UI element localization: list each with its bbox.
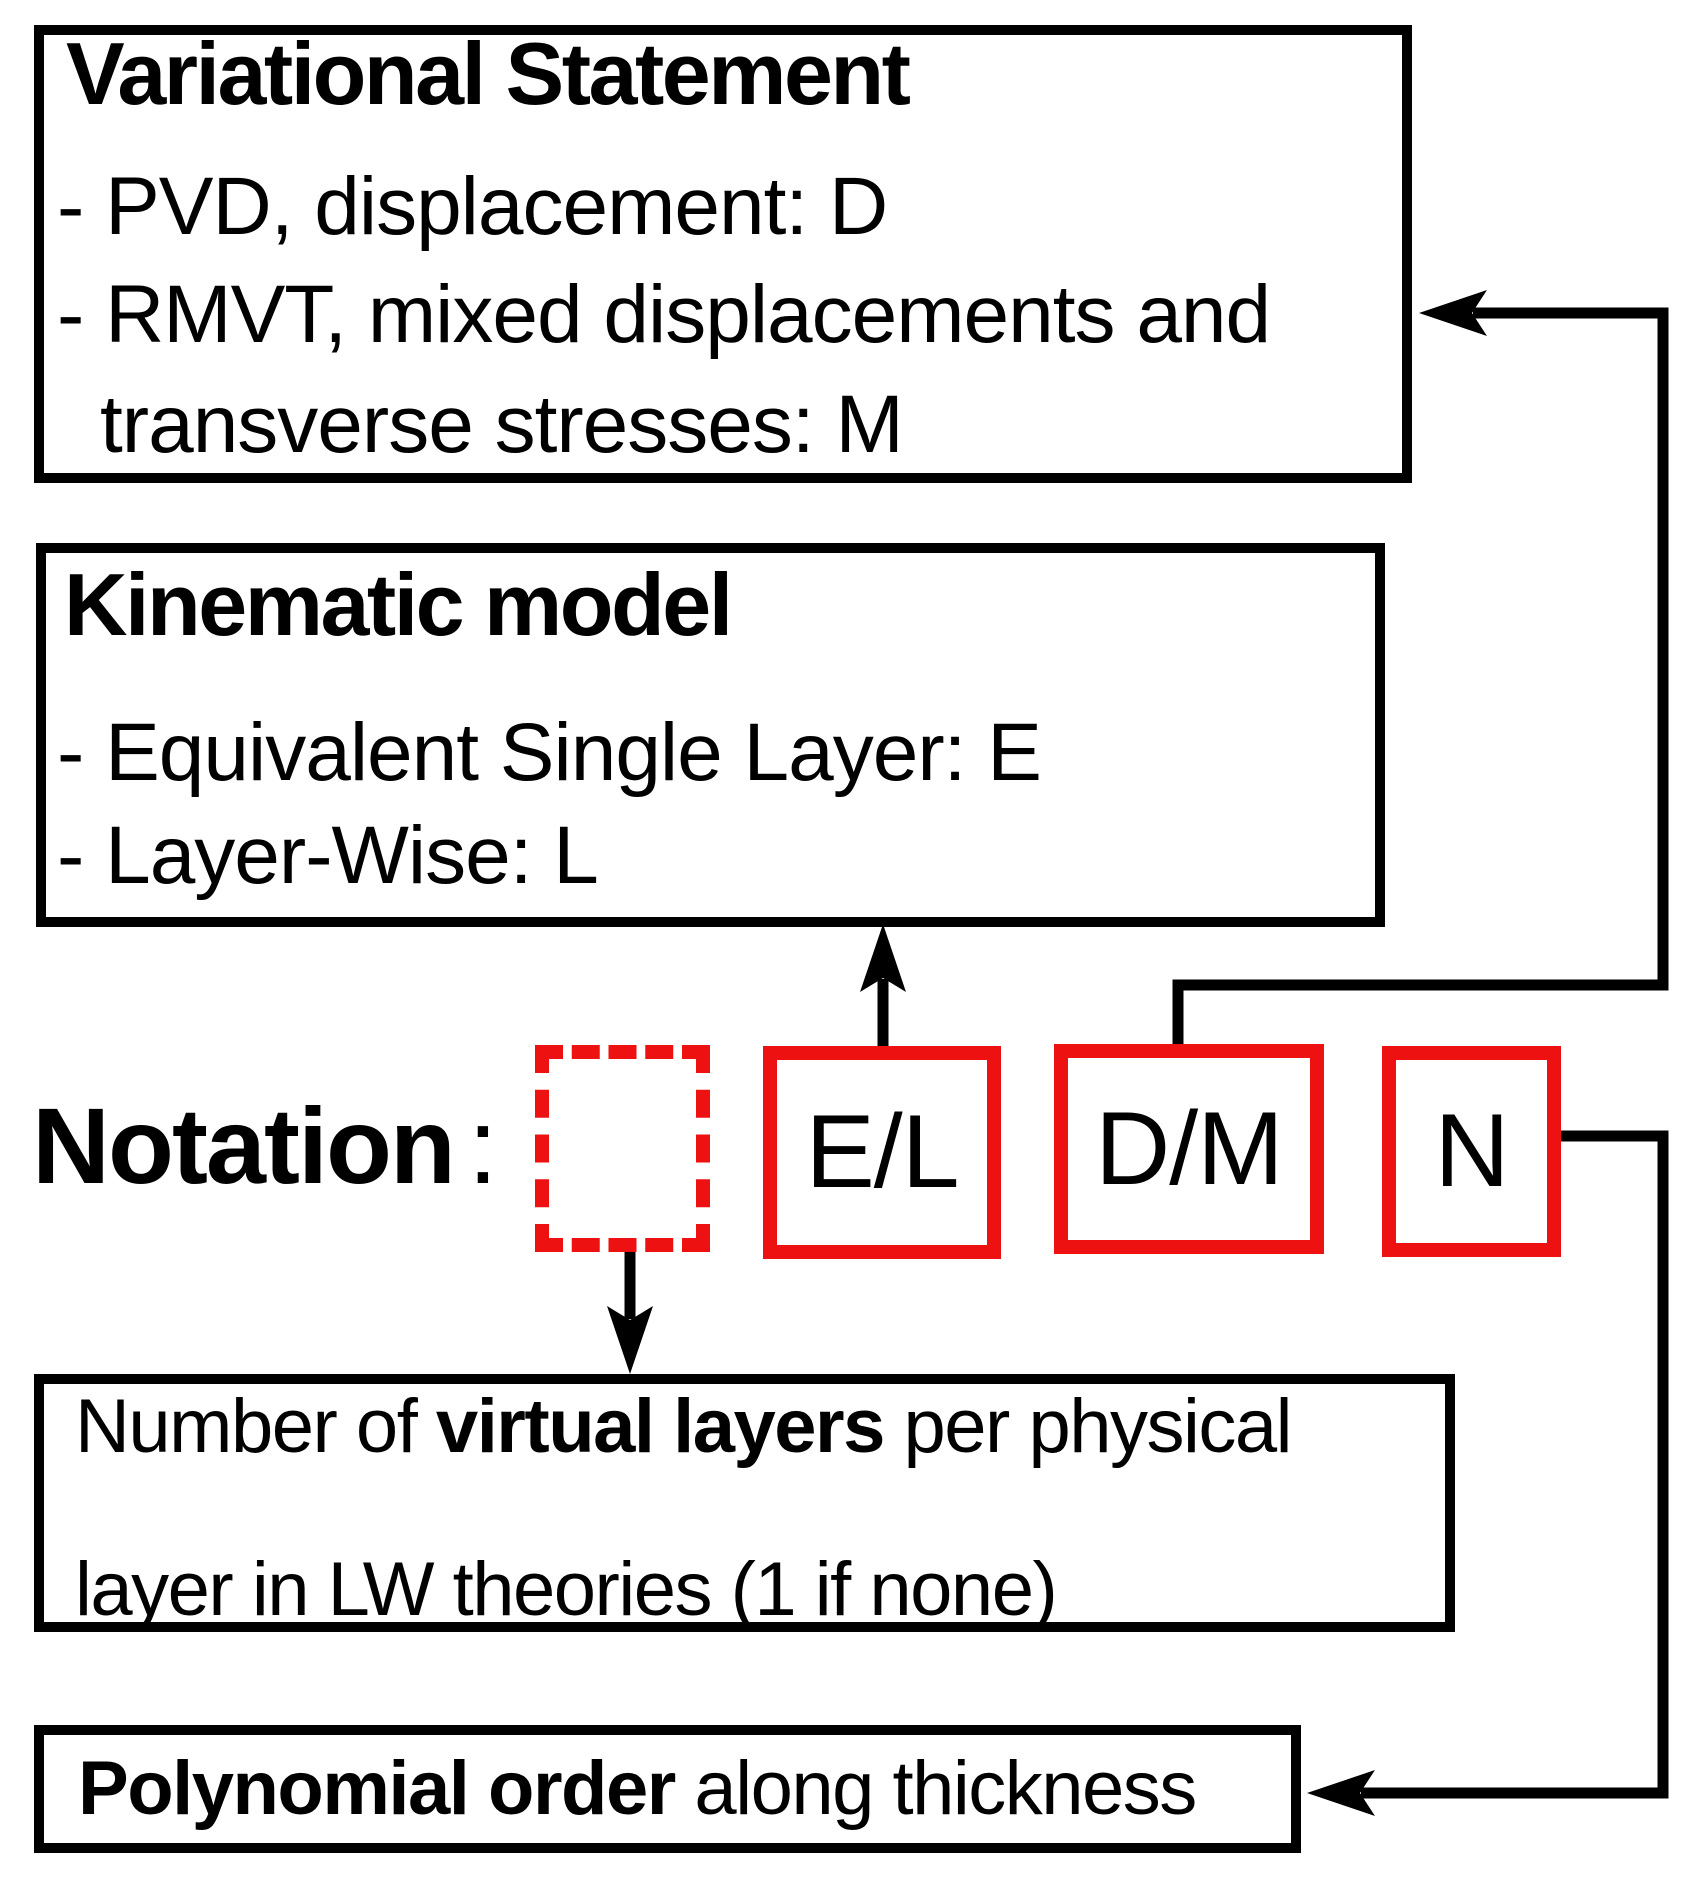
polynomial-order-rest: along thickness bbox=[674, 1746, 1197, 1831]
dm-to-variational-arrowhead bbox=[1419, 290, 1487, 336]
virtual-layers-line1-bold: virtual layers bbox=[435, 1384, 885, 1469]
notation-slot-variational: D/M bbox=[1054, 1044, 1324, 1254]
notation-slot-variational-label: D/M bbox=[1095, 1090, 1284, 1207]
variational-item-rmvt: - RMVT, mixed displacements and bbox=[57, 269, 1271, 360]
kinematic-item-esl: - Equivalent Single Layer: E bbox=[57, 707, 1042, 798]
dashed-slot-to-virtual-layers-arrowhead bbox=[607, 1306, 653, 1374]
notation-slot-order: N bbox=[1382, 1046, 1561, 1257]
el-to-kinematic-arrowhead bbox=[860, 924, 906, 992]
virtual-layers-box bbox=[34, 1374, 1455, 1632]
virtual-layers-line1-suffix: per physical bbox=[883, 1384, 1292, 1469]
kinematic-item-lw: - Layer-Wise: L bbox=[57, 810, 599, 901]
variational-item-rmvt-continued: transverse stresses: M bbox=[100, 379, 904, 470]
notation-label-word: Notation bbox=[32, 1085, 456, 1206]
variational-item-pvd: - PVD, displacement: D bbox=[57, 161, 888, 252]
notation-label: Notation: bbox=[32, 1092, 498, 1200]
virtual-layers-line1-prefix: Number of bbox=[75, 1384, 436, 1469]
variational-statement-box bbox=[34, 25, 1412, 483]
kinematic-model-title: Kinematic model bbox=[64, 555, 733, 654]
notation-label-colon: : bbox=[467, 1085, 498, 1206]
polynomial-order-bold: Polynomial order bbox=[78, 1746, 676, 1831]
notation-slot-order-label: N bbox=[1434, 1093, 1509, 1209]
polynomial-order-box bbox=[34, 1725, 1301, 1853]
virtual-layers-line1: Number of virtual layers per physical bbox=[75, 1389, 1293, 1465]
n-to-polynomial-arrowhead bbox=[1307, 1770, 1375, 1816]
notation-slot-kinematic: E/L bbox=[763, 1046, 1001, 1259]
polynomial-order-line: Polynomial order along thickness bbox=[78, 1751, 1197, 1827]
notation-slot-virtual-layers bbox=[535, 1045, 710, 1252]
variational-statement-title: Variational Statement bbox=[66, 24, 911, 123]
kinematic-model-box bbox=[36, 543, 1385, 927]
virtual-layers-line2: layer in LW theories (1 if none) bbox=[75, 1547, 1058, 1632]
notation-slot-kinematic-label: E/L bbox=[805, 1094, 959, 1210]
